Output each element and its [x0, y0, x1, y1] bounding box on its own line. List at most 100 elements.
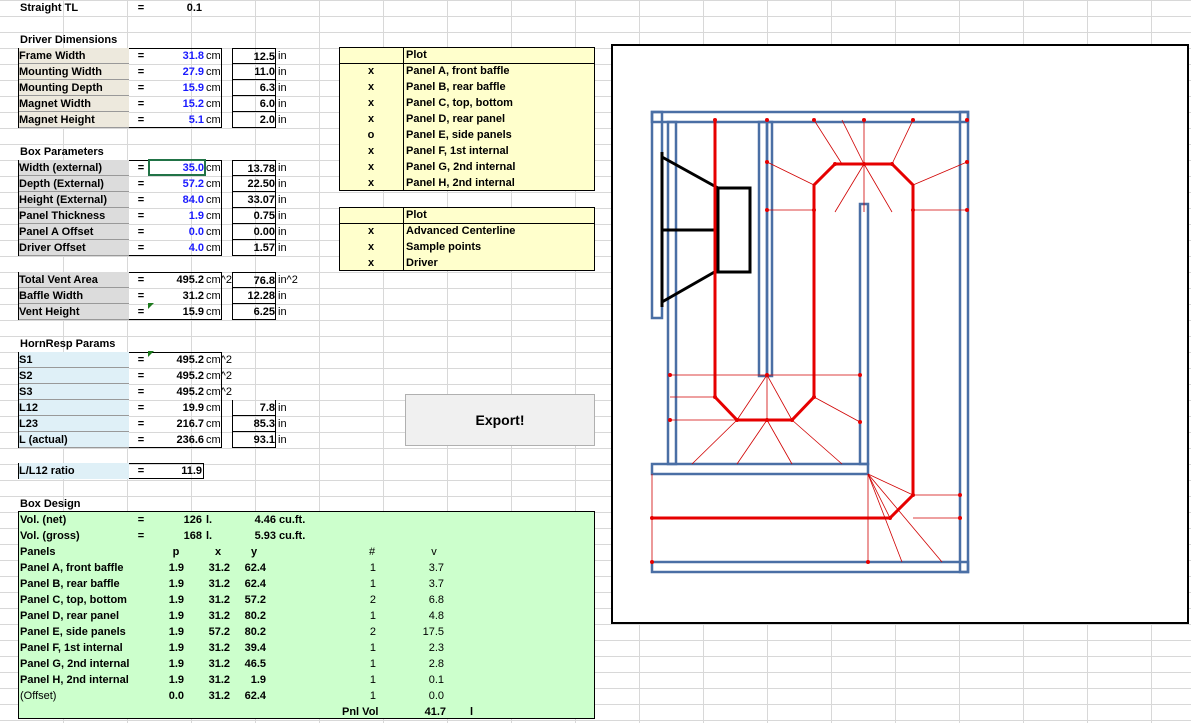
- hornresp-cm-value[interactable]: 19.9: [182, 402, 204, 414]
- driver-label: Magnet Width: [19, 96, 129, 112]
- panel-x: 31.2: [208, 690, 230, 702]
- vent-cm-value[interactable]: 495.2: [176, 274, 204, 286]
- plot2-toggle[interactable]: x: [367, 225, 375, 237]
- box-cm-value[interactable]: 57.2: [182, 178, 204, 190]
- panel-y: 80.2: [244, 626, 266, 638]
- box-cm-value[interactable]: 1.9: [188, 210, 204, 222]
- plot1-toggle[interactable]: x: [367, 113, 375, 125]
- plot2-item-label: Advanced Centerline: [406, 225, 516, 237]
- box-cm-unit: cm: [206, 178, 221, 190]
- title-eq: =: [137, 2, 145, 14]
- title-label: Straight TL: [20, 2, 79, 14]
- panel-p: 1.9: [168, 610, 184, 622]
- box-cm-value[interactable]: 35.0: [182, 162, 204, 174]
- box-in-value: 13.78: [232, 160, 276, 176]
- driver-in-value: 12.5: [232, 48, 276, 64]
- driver-cm-value[interactable]: 5.1: [188, 114, 204, 126]
- panel-count: 2: [369, 594, 376, 606]
- driver-label: Frame Width: [19, 48, 129, 64]
- panel-x: 31.2: [208, 594, 230, 606]
- panel-row-label: Panel C, top, bottom: [20, 594, 127, 606]
- plot1-toggle[interactable]: x: [367, 97, 375, 109]
- panel-volume: 4.8: [428, 610, 444, 622]
- box-label: Panel A Offset: [19, 224, 129, 240]
- panel-p: 1.9: [168, 594, 184, 606]
- box-in-unit: in: [278, 242, 287, 254]
- plot1-item-label: Panel A, front baffle: [406, 65, 510, 77]
- hornresp-cm-value[interactable]: 216.7: [176, 418, 204, 430]
- panel-volume: 6.8: [428, 594, 444, 606]
- panel-row-label: Panel G, 2nd internal: [20, 658, 130, 670]
- driver-cm-unit: cm: [206, 98, 221, 110]
- plot2-item-label: Sample points: [406, 241, 482, 253]
- pnl-vol-value: 41.7: [424, 706, 446, 718]
- plot1-item-label: Panel G, 2nd internal: [406, 161, 516, 173]
- panel-p: 1.9: [168, 562, 184, 574]
- panel-x: 31.2: [208, 674, 230, 686]
- col-y-header: y: [250, 546, 258, 558]
- hornresp-cm-value[interactable]: 236.6: [176, 434, 204, 446]
- hornresp-in-unit: in: [278, 402, 287, 414]
- driver-eq: =: [137, 50, 145, 62]
- hornresp-heading: HornResp Params: [20, 338, 116, 350]
- col-v-header: v: [431, 546, 437, 558]
- panel-volume: 0.1: [428, 674, 444, 686]
- vent-cm-value[interactable]: 15.9: [182, 306, 204, 318]
- hornresp-cm-value[interactable]: 495.2: [176, 386, 204, 398]
- box-cm-value[interactable]: 84.0: [182, 194, 204, 206]
- panel-x: 31.2: [208, 658, 230, 670]
- panel-count: 1: [369, 562, 376, 574]
- box-in-unit: in: [278, 226, 287, 238]
- panel-volume: 17.5: [422, 626, 444, 638]
- selected-cell-outline[interactable]: [148, 159, 206, 176]
- ratio-value: 11.9: [181, 465, 202, 477]
- box-eq: =: [137, 162, 145, 174]
- vent-cm-unit: cm: [206, 290, 221, 302]
- driver-cm-value[interactable]: 15.9: [182, 82, 204, 94]
- export-button[interactable]: Export!: [405, 394, 595, 446]
- plot1-item-label: Panel D, rear panel: [406, 113, 506, 125]
- panel-y: 80.2: [244, 610, 266, 622]
- panel-y: 62.4: [244, 690, 266, 702]
- plot1-toggle[interactable]: x: [367, 81, 375, 93]
- vol-liters: 168: [183, 530, 202, 542]
- driver-eq: =: [137, 66, 145, 78]
- panel-f-inner: [765, 120, 774, 378]
- box-in-unit: in: [278, 162, 287, 174]
- hornresp-eq: =: [137, 354, 145, 366]
- vent-in-unit: in^2: [278, 274, 298, 286]
- hornresp-cm-value[interactable]: 495.2: [176, 370, 204, 382]
- box-cm-unit: cm: [206, 162, 221, 174]
- driver-in-value: 6.0: [232, 96, 276, 112]
- box-cm-value[interactable]: 0.0: [188, 226, 204, 238]
- driver-cm-value[interactable]: 31.8: [182, 50, 204, 62]
- panel-count: 1: [369, 658, 376, 670]
- box-in-value: 0.75: [232, 208, 276, 224]
- hornresp-cm-value[interactable]: 495.2: [176, 354, 204, 366]
- title-value[interactable]: 0.1: [186, 2, 202, 14]
- box-label: Panel Thickness: [19, 208, 129, 224]
- panel-row-label: Panel A, front baffle: [20, 562, 124, 574]
- vent-in-unit: in: [278, 306, 287, 318]
- plot2-toggle[interactable]: x: [367, 257, 375, 269]
- sample-points: [650, 118, 969, 564]
- plot1-item-label: Panel C, top, bottom: [406, 97, 513, 109]
- plot1-toggle[interactable]: x: [367, 177, 375, 189]
- plot1-toggle[interactable]: o: [367, 129, 375, 141]
- pnl-vol-label: Pnl Vol: [342, 706, 379, 718]
- vent-cm-value[interactable]: 31.2: [182, 290, 204, 302]
- panel-x: 31.2: [208, 562, 230, 574]
- panel-count: 2: [369, 626, 376, 638]
- box-cm-value[interactable]: 4.0: [188, 242, 204, 254]
- driver-cm-value[interactable]: 27.9: [182, 66, 204, 78]
- plot1-toggle[interactable]: x: [367, 161, 375, 173]
- panel-row-label: (Offset): [20, 690, 57, 702]
- panel-row-label: Panel B, rear baffle: [20, 578, 120, 590]
- panel-d-rear: [958, 110, 970, 574]
- panel-p: 1.9: [168, 578, 184, 590]
- driver-cm-value[interactable]: 15.2: [182, 98, 204, 110]
- plot1-toggle[interactable]: x: [367, 65, 375, 77]
- panel-y: 62.4: [244, 562, 266, 574]
- plot2-toggle[interactable]: x: [367, 241, 375, 253]
- plot1-toggle[interactable]: x: [367, 145, 375, 157]
